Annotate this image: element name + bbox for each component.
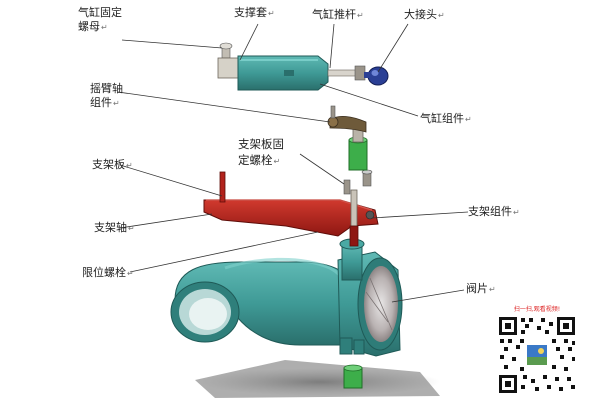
return-marker: ↵ [438, 11, 445, 20]
bracket-plate [203, 171, 379, 247]
leader-limit-bolt [129, 231, 319, 273]
qr-caption: 扫一扫,观看视频! [513, 306, 561, 313]
return-marker: ↵ [113, 99, 120, 108]
return-marker: ↵ [489, 285, 496, 294]
leader-big-joint [377, 23, 409, 73]
label-bracket-plate-text: 支架板 [92, 158, 125, 171]
leader-cylinder-nut [121, 39, 223, 49]
return-marker: ↵ [127, 269, 134, 278]
return-marker: ↵ [465, 115, 472, 124]
label-bracket-assembly: 支架组件↵ [468, 205, 520, 220]
label-bracket-sleeve-text: 支撑套 [234, 6, 267, 19]
return-marker: ↵ [268, 9, 275, 18]
label-rocker-shaft-text: 摇臂轴 组件 [90, 82, 123, 109]
label-bracket-shaft: 支架轴↵ [94, 221, 135, 236]
label-bracket-plate: 支架板↵ [92, 158, 133, 173]
leader-bracket-sleeve [239, 23, 259, 61]
valve-body [170, 238, 403, 357]
return-marker: ↵ [128, 224, 135, 233]
qr-code-icon [497, 315, 577, 395]
label-valve-disc: 阀片↵ [466, 282, 496, 297]
label-cylinder-nut: 气缸固定 螺母↵ [78, 6, 122, 35]
label-bracket-plate-bolt-text: 支架板固 定螺栓 [238, 137, 284, 167]
return-marker: ↵ [513, 208, 520, 217]
label-limit-bolt-text: 限位螺栓 [82, 266, 126, 279]
rocker-shaft-assembly [327, 105, 368, 171]
return-marker: ↵ [101, 23, 108, 32]
return-marker: ↵ [357, 11, 364, 20]
leader-cylinder-assembly [319, 83, 419, 117]
label-cylinder-rod: 气缸推杆↵ [312, 8, 364, 23]
bottom-bushing [343, 364, 363, 389]
label-bracket-assembly-text: 支架组件 [468, 205, 512, 218]
label-rocker-shaft: 摇臂轴 组件↵ [90, 82, 123, 111]
leader-cylinder-rod [329, 23, 335, 69]
label-cylinder-nut-text: 气缸固定 螺母 [78, 6, 122, 33]
bracket-plate-bolt [343, 169, 373, 195]
leader-bracket-plate-bolt [299, 153, 345, 185]
label-bracket-plate-bolt: 支架板固 定螺栓↵ [236, 136, 286, 170]
label-bracket-sleeve: 支撑套↵ [234, 6, 275, 21]
return-marker: ↵ [126, 161, 133, 170]
qr-code-block[interactable]: 扫一扫,观看视频! [497, 305, 577, 395]
label-big-joint: 大接头↵ [404, 8, 445, 23]
leader-bracket-shaft [119, 213, 213, 229]
label-big-joint-text: 大接头 [404, 8, 437, 21]
label-limit-bolt: 限位螺栓↵ [82, 266, 134, 281]
floor-shadow [195, 360, 440, 398]
label-cylinder-rod-text: 气缸推杆 [312, 8, 356, 21]
leader-lines [117, 23, 469, 303]
label-cylinder-assembly-text: 气缸组件 [420, 112, 464, 125]
cylinder-assembly [217, 42, 389, 91]
label-cylinder-assembly: 气缸组件↵ [420, 112, 472, 127]
leader-rocker-shaft [117, 91, 331, 123]
label-valve-disc-text: 阀片 [466, 282, 488, 295]
leader-bracket-plate [119, 164, 223, 197]
return-marker: ↵ [273, 157, 281, 166]
label-bracket-shaft-text: 支架轴 [94, 221, 127, 234]
leader-valve-disc [391, 289, 465, 303]
leader-bracket-assembly [371, 211, 469, 219]
